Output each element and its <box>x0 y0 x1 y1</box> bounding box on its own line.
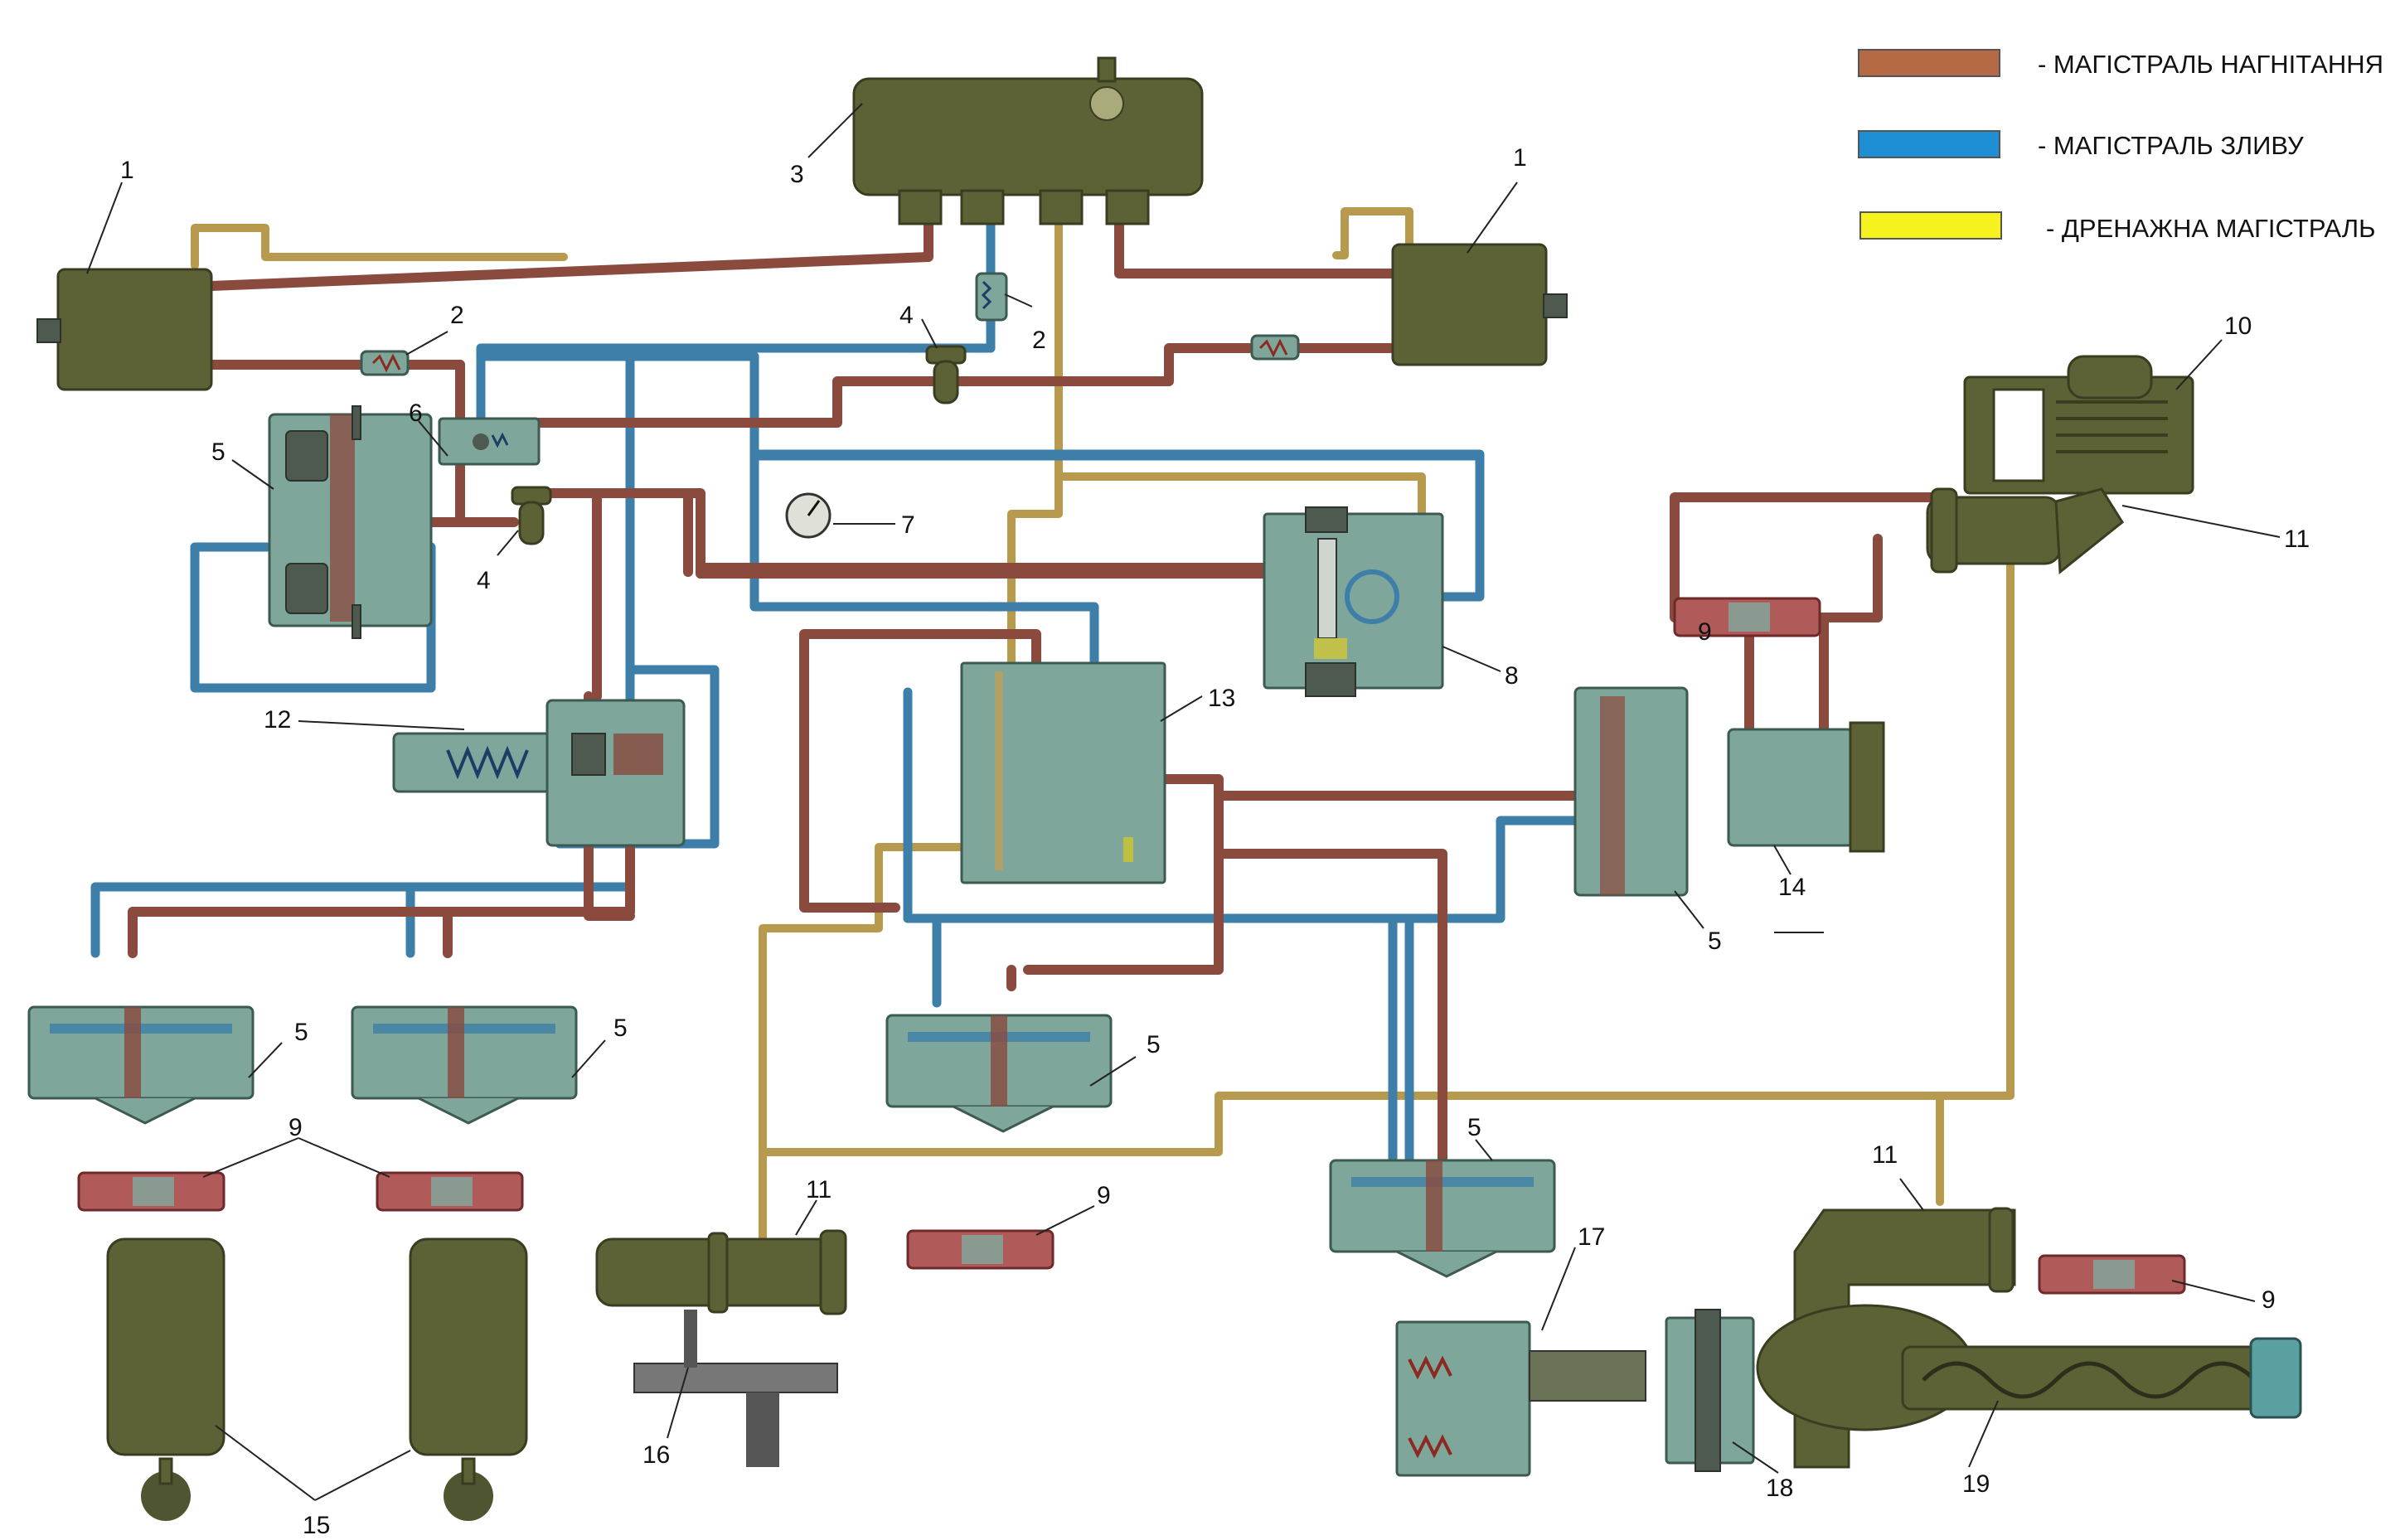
servo-valve-bottom-3 <box>885 1014 1113 1133</box>
label-filter-left: 4 <box>477 567 491 594</box>
check-valve-left <box>360 350 410 376</box>
cylinder-11-right <box>1756 1207 2016 1469</box>
leakage-lines <box>191 120 2015 1285</box>
pump-left <box>36 268 213 391</box>
actuator-15-left <box>106 1237 225 1521</box>
label-filter-top: 4 <box>899 302 914 329</box>
label-cylinder-top: 11 <box>2284 525 2310 553</box>
servo-valve-bottom-4 <box>1329 1159 1556 1278</box>
servo-valve-bottom-2 <box>351 1005 578 1125</box>
label-cylinder-right: 11 <box>1872 1141 1898 1169</box>
tank <box>852 56 1204 225</box>
relief-block-17 <box>1395 1320 1646 1477</box>
legend-swatch-pressure <box>1858 49 2000 77</box>
filter-top <box>925 345 967 404</box>
label-piston-9-c: 9 <box>1097 1182 1111 1209</box>
check-valve-right <box>1250 334 1300 361</box>
label-pressure-gauge: 7 <box>901 511 915 539</box>
label-pump-left: 1 <box>120 157 134 184</box>
valve-block-13 <box>960 661 1166 884</box>
label-servo-motor: 10 <box>2224 312 2252 340</box>
component-labels: 1 1 2 2 3 4 4 5 5 5 5 5 5 6 7 8 9 9 9 9 … <box>120 144 2310 1539</box>
label-piston-9-d: 9 <box>1698 618 1712 646</box>
legend: - МАГІСТРАЛЬ НАГНІТАННЯ - МАГІСТРАЛЬ ЗЛИ… <box>1858 49 2383 243</box>
label-gear-16: 16 <box>642 1441 670 1469</box>
legend-swatch-drain <box>1858 130 2000 158</box>
piston-unit-9-d <box>1673 597 1821 637</box>
hydraulic-motor-18 <box>1665 1309 1755 1472</box>
gear-16 <box>633 1310 838 1467</box>
label-tank: 3 <box>790 161 804 188</box>
label-servo-top-left: 5 <box>211 438 225 466</box>
label-check-valve-center: 2 <box>1032 327 1046 354</box>
servo-valve-bottom-1 <box>27 1005 255 1125</box>
legend-label-leakage: - ДРЕНАЖНА МАГІСТРАЛЬ <box>2046 214 2376 243</box>
legend-swatch-leakage <box>1859 211 2002 240</box>
label-check-valve-left: 2 <box>450 302 464 329</box>
label-servo-bottom-2: 5 <box>613 1015 628 1042</box>
label-actuator-14: 14 <box>1778 874 1806 901</box>
label-pump-right: 1 <box>1513 144 1527 172</box>
distribution-valve <box>1263 506 1444 697</box>
label-valve-block-13: 13 <box>1208 685 1235 712</box>
cylinder-11-center <box>595 1229 847 1315</box>
label-relief-valve: 6 <box>409 400 423 427</box>
label-hydraulic-motor-18: 18 <box>1766 1475 1793 1502</box>
cylinder-11-top <box>1926 487 2124 574</box>
actuator-15-right <box>409 1237 528 1521</box>
piston-unit-9-a <box>77 1171 225 1212</box>
hydraulic-cylinder-12 <box>392 699 686 847</box>
label-servo-bottom-4: 5 <box>1467 1114 1481 1141</box>
relief-valve <box>438 417 541 466</box>
piston-unit-9-b <box>376 1171 524 1212</box>
piston-unit-9-c <box>906 1229 1055 1270</box>
servo-motor-10 <box>1963 355 2194 495</box>
label-cylinder-center: 11 <box>806 1176 832 1203</box>
label-relief-block-17: 17 <box>1578 1223 1605 1251</box>
check-valve-center <box>975 272 1008 322</box>
label-screw-drive-19: 19 <box>1962 1470 1990 1498</box>
label-piston-9-ab: 9 <box>288 1114 303 1141</box>
label-hydraulic-cylinder-12: 12 <box>264 706 291 734</box>
label-distribution-valve: 8 <box>1505 662 1519 690</box>
label-piston-9-e: 9 <box>2262 1286 2276 1314</box>
servo-valve-top-left <box>268 405 433 639</box>
legend-label-drain: - МАГІСТРАЛЬ ЗЛИВУ <box>2038 131 2304 160</box>
label-servo-bottom-3: 5 <box>1147 1031 1161 1058</box>
leader-lines <box>86 103 2281 1501</box>
legend-label-pressure: - МАГІСТРАЛЬ НАГНІТАННЯ <box>2038 50 2383 79</box>
actuator-14 <box>1573 686 1885 897</box>
pump-right <box>1391 243 1568 366</box>
screw-drive-19 <box>1901 1337 2302 1419</box>
filter-left <box>511 486 552 545</box>
label-servo-bottom-1: 5 <box>294 1019 308 1046</box>
label-actuator-15: 15 <box>303 1512 330 1539</box>
label-servo-right: 5 <box>1708 927 1722 955</box>
pressure-gauge <box>785 492 832 539</box>
piston-unit-9-e <box>2038 1254 2186 1295</box>
